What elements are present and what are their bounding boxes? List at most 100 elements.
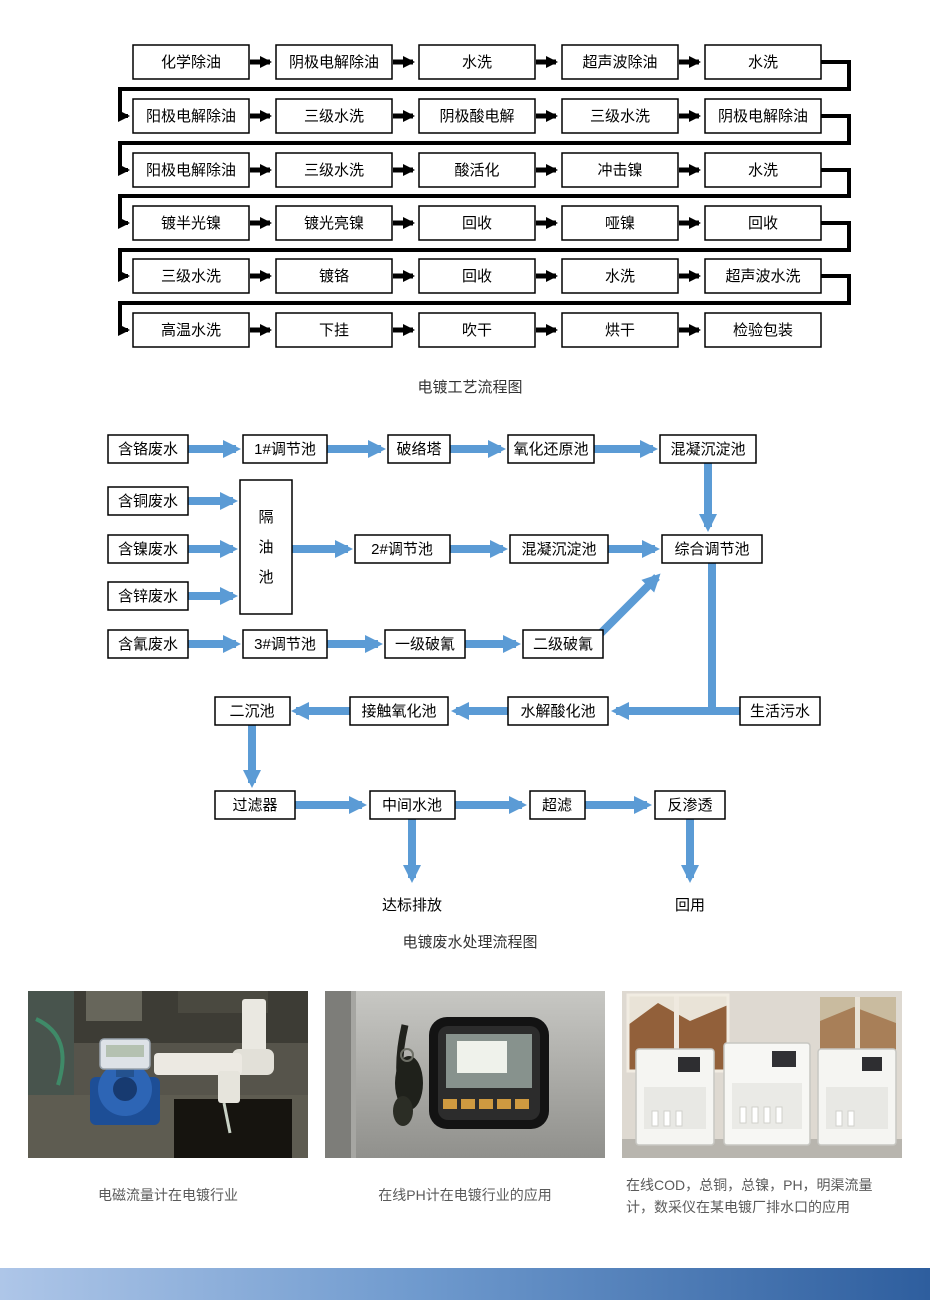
process-step-r6c5-label: 检验包装	[733, 322, 793, 339]
node-discharge-label: 达标排放	[382, 897, 442, 914]
node-regulating-tank-2-label: 2#调节池	[371, 541, 433, 558]
process-step-r3c4-label: 冲击镍	[597, 161, 642, 179]
process-step-r6c1-box	[132, 312, 250, 348]
process-step-r3c3-label: 酸活化	[454, 162, 499, 179]
node-regulating-tank-1-box	[242, 434, 328, 464]
process-step-r5c3-label: 回收	[462, 268, 492, 285]
process-step-r4c3-label: 回收	[462, 215, 492, 232]
process-row-connectors	[118, 60, 851, 336]
process-step-r6c2-box	[275, 312, 393, 348]
node-coagulation-tank-2-label: 混凝沉淀池	[521, 541, 596, 558]
node-nickel-wastewater-box	[107, 534, 189, 564]
process-step-arrows	[250, 56, 701, 336]
process-step-r5c2-label: 镀铬	[319, 268, 349, 285]
process-step-r1c2-label: 阴极电解除油	[289, 54, 379, 71]
node-coagulation-tank-1-label: 混凝沉淀池	[670, 441, 745, 458]
monitor-cabinet-3	[817, 1048, 897, 1146]
process-step-r4c1-box	[132, 205, 250, 241]
photo-caption-3: 在线COD，总铜，总镍，PH，明渠流量计，数采仪在某电镀厂排水口的应用	[622, 1158, 902, 1229]
node-oil-separation-tank-box	[239, 479, 293, 615]
process-step-r3c5-box	[704, 152, 822, 188]
process-step-r2c2-box	[275, 98, 393, 134]
process-step-r6c4-label: 烘干	[605, 322, 635, 339]
process-step-r1c5-label: 水洗	[748, 54, 778, 71]
node-oil-separation-tank-label: 隔	[258, 509, 273, 526]
wastewater-arrows	[188, 440, 740, 883]
node-oil-separation-tank-label: 油	[258, 539, 273, 556]
node-redox-tank-label: 氧化还原池	[513, 441, 588, 458]
process-step-r2c4-label: 三级水洗	[590, 108, 650, 125]
node-contact-oxidation-box	[349, 696, 449, 726]
wastewater-chart-caption: 电镀废水处理流程图	[402, 934, 537, 951]
node-ultrafiltration-box	[529, 790, 586, 820]
flow-meter-photo	[28, 991, 308, 1158]
flow-meter-device	[90, 1038, 160, 1125]
photo-caption-2: 在线PH计在电镀行业的应用	[325, 1158, 605, 1217]
node-regulating-tank-3-label: 3#调节池	[254, 636, 316, 653]
process-step-r2c3-box	[418, 98, 536, 134]
node-breaking-tower-box	[387, 434, 451, 464]
footer-bar	[0, 1268, 930, 1300]
process-step-r2c4-box	[561, 98, 679, 134]
node-coagulation-tank-2-box	[509, 534, 609, 564]
process-step-r2c1-label: 阳极电解除油	[146, 108, 236, 125]
photo-caption-1: 电磁流量计在电镀行业	[28, 1158, 308, 1217]
row-connector-3	[118, 168, 851, 229]
row-connector-1	[118, 60, 851, 122]
node-cyanide-wastewater-box	[107, 629, 189, 659]
process-step-r5c5-box	[704, 258, 822, 294]
hanging-keys	[393, 1024, 423, 1126]
process-step-r3c2-box	[275, 152, 393, 188]
node-contact-oxidation-label: 接触氧化池	[361, 703, 436, 720]
process-step-r2c5-label: 阴极电解除油	[718, 108, 808, 125]
node-oil-separation-tank-label: 池	[258, 569, 273, 586]
node-filter-box	[214, 790, 296, 820]
process-chart-caption: 电镀工艺流程图	[417, 379, 522, 396]
node-comprehensive-tank-label: 综合调节池	[674, 541, 749, 558]
node-regulating-tank-2-box	[354, 534, 451, 564]
process-step-r3c4-box	[561, 152, 679, 188]
process-step-r5c1-label: 三级水洗	[161, 268, 221, 285]
monitor-cabinet-2	[723, 1042, 811, 1146]
node-cyanide-wastewater-label: 含氰废水	[118, 636, 178, 653]
node-intermediate-tank-label: 中间水池	[382, 797, 442, 814]
process-step-r5c2-box	[275, 258, 393, 294]
process-step-r1c4-box	[561, 44, 679, 80]
process-step-r6c1-label: 高温水洗	[161, 322, 221, 339]
wastewater-flow-chart: 含铬废水 1#调节池 破络塔 氧化还原池 混凝沉淀池 含铜废水 隔 油 池 含镍…	[107, 434, 821, 951]
node-breaking-tower-label: 破络塔	[396, 441, 441, 458]
node-copper-wastewater-box	[107, 486, 189, 516]
node-secondary-sedimentation-box	[214, 696, 291, 726]
process-step-r3c2-label: 三级水洗	[304, 162, 364, 179]
node-intermediate-tank-box	[369, 790, 456, 820]
process-step-r3c5-label: 水洗	[748, 162, 778, 179]
process-step-r4c3-box	[418, 205, 536, 241]
row-connector-4	[118, 221, 851, 282]
node-ultrafiltration-label: 超滤	[542, 797, 572, 814]
node-coagulation-tank-1-box	[659, 434, 757, 464]
photo-card-flow-meter: 电磁流量计在电镀行业	[28, 991, 308, 1229]
process-step-r5c4-label: 水洗	[605, 268, 635, 285]
node-domestic-sewage-label: 生活污水	[750, 703, 810, 720]
node-filter-label: 过滤器	[232, 797, 277, 814]
process-step-r2c2-label: 三级水洗	[304, 108, 364, 125]
process-step-r3c1-label: 阳极电解除油	[146, 162, 236, 179]
process-step-r5c3-box	[418, 258, 536, 294]
process-step-r1c1-label: 化学除油	[161, 54, 221, 71]
node-nickel-wastewater-label: 含镍废水	[118, 540, 178, 558]
process-step-r2c3-label: 阴极酸电解	[439, 108, 514, 125]
node-secondary-sedimentation-label: 二沉池	[229, 703, 274, 720]
process-step-r6c3-label: 吹干	[462, 322, 492, 339]
photo-card-monitoring-station: 在线COD，总铜，总镍，PH，明渠流量计，数采仪在某电镀厂排水口的应用	[622, 991, 902, 1229]
row-connector-5	[118, 274, 851, 336]
row-connector-2	[118, 114, 851, 176]
node-cyanide-break-2-box	[522, 629, 604, 659]
node-hydrolysis-acidification-box	[507, 696, 609, 726]
process-step-r5c1-box	[132, 258, 250, 294]
wastewater-nodes: 含铬废水 1#调节池 破络塔 氧化还原池 混凝沉淀池 含铜废水 隔 油 池 含镍…	[107, 434, 821, 914]
node-reverse-osmosis-box	[654, 790, 726, 820]
photo-row: 电磁流量计在电镀行业	[0, 991, 930, 1229]
node-cyanide-break-2-label: 二级破氰	[533, 636, 593, 653]
process-step-r1c3-label: 水洗	[462, 54, 492, 71]
photo-card-ph-meter: 在线PH计在电镀行业的应用	[325, 991, 605, 1229]
